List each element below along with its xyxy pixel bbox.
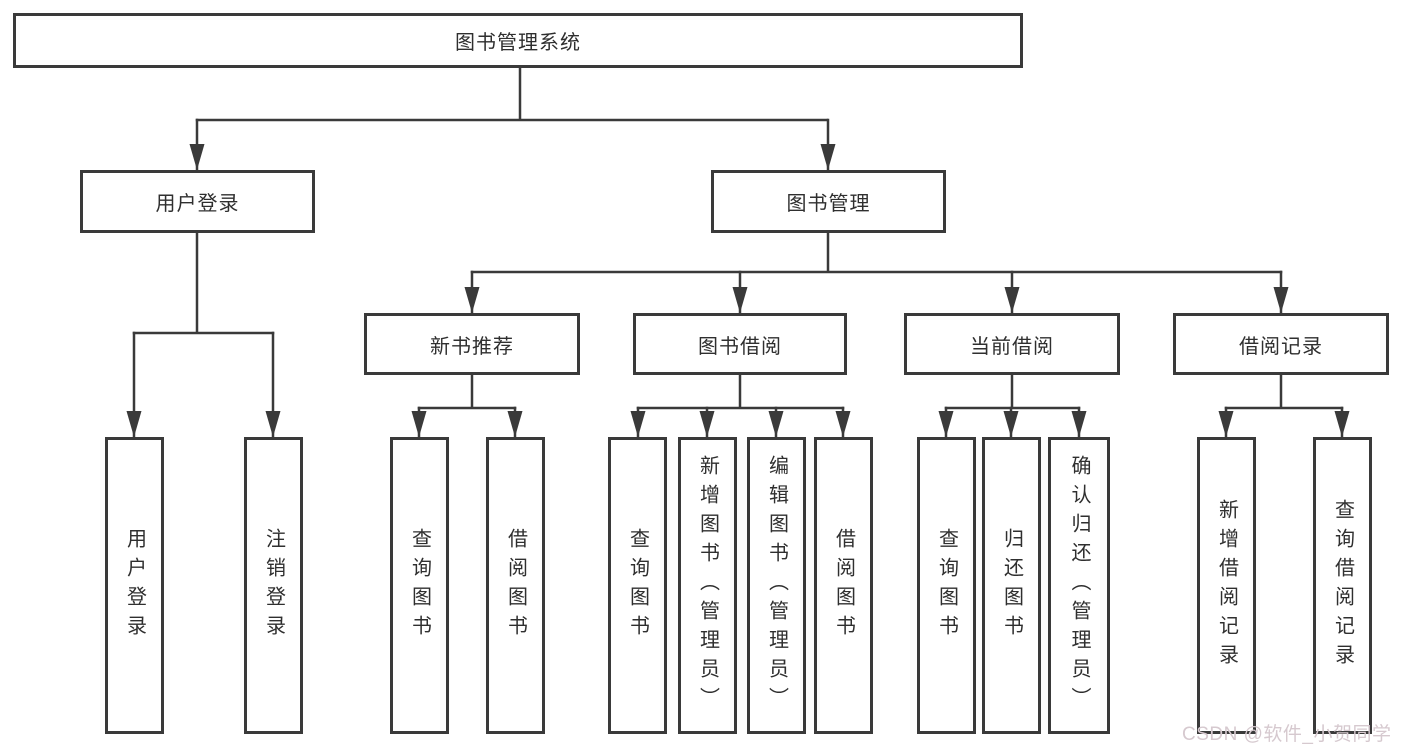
leaf-logout: 注销登录 — [244, 437, 303, 734]
leaf-query-books-current: 查询图书 — [917, 437, 976, 734]
leaf-label: 用户登录 — [123, 527, 146, 644]
leaf-return-books: 归还图书 — [982, 437, 1041, 734]
leaf-query-books-recommend: 查询图书 — [390, 437, 449, 734]
node-borrowing-records: 借阅记录 — [1173, 313, 1389, 375]
leaf-label: 查询图书 — [408, 527, 431, 644]
leaf-borrow-books: 借阅图书 — [814, 437, 873, 734]
node-label: 新书推荐 — [430, 335, 514, 358]
leaf-label: 借阅图书 — [504, 527, 527, 644]
leaf-label: 注销登录 — [262, 527, 285, 644]
leaf-label: 归还图书 — [1000, 527, 1023, 644]
node-book-borrowing: 图书借阅 — [633, 313, 847, 375]
leaf-user-login: 用户登录 — [105, 437, 164, 734]
node-library-management-system: 图书管理系统 — [13, 13, 1023, 68]
node-book-management: 图书管理 — [711, 170, 946, 233]
leaf-confirm-return-admin: 确认归还（管理员） — [1048, 437, 1110, 734]
node-current-borrowing: 当前借阅 — [904, 313, 1120, 375]
leaf-edit-books-admin: 编辑图书（管理员） — [747, 437, 806, 734]
leaf-label: 新增图书（管理员） — [696, 455, 719, 716]
leaf-add-books-admin: 新增图书（管理员） — [678, 437, 737, 734]
leaf-label: 查询图书 — [935, 527, 958, 644]
node-label: 图书管理系统 — [455, 32, 581, 54]
leaf-label: 新增借阅记录 — [1215, 498, 1238, 673]
leaf-query-borrow-record: 查询借阅记录 — [1313, 437, 1372, 734]
node-label: 借阅记录 — [1239, 335, 1323, 358]
leaf-label: 查询图书 — [626, 527, 649, 644]
leaf-label: 查询借阅记录 — [1331, 498, 1354, 673]
leaf-add-borrow-record: 新增借阅记录 — [1197, 437, 1256, 734]
csdn-watermark: CSDN @软件_小贺同学 — [1182, 724, 1392, 745]
node-label: 图书借阅 — [698, 335, 782, 358]
leaf-label: 借阅图书 — [832, 527, 855, 644]
node-label: 图书管理 — [786, 193, 871, 215]
node-label: 用户登录 — [155, 193, 240, 215]
node-new-book-recommendation: 新书推荐 — [364, 313, 580, 375]
leaf-label: 编辑图书（管理员） — [765, 455, 788, 716]
leaf-query-books-borrow: 查询图书 — [608, 437, 667, 734]
leaf-borrow-books-recommend: 借阅图书 — [486, 437, 545, 734]
node-label: 当前借阅 — [970, 335, 1054, 358]
node-user-login: 用户登录 — [80, 170, 315, 233]
leaf-label: 确认归还（管理员） — [1068, 455, 1090, 716]
